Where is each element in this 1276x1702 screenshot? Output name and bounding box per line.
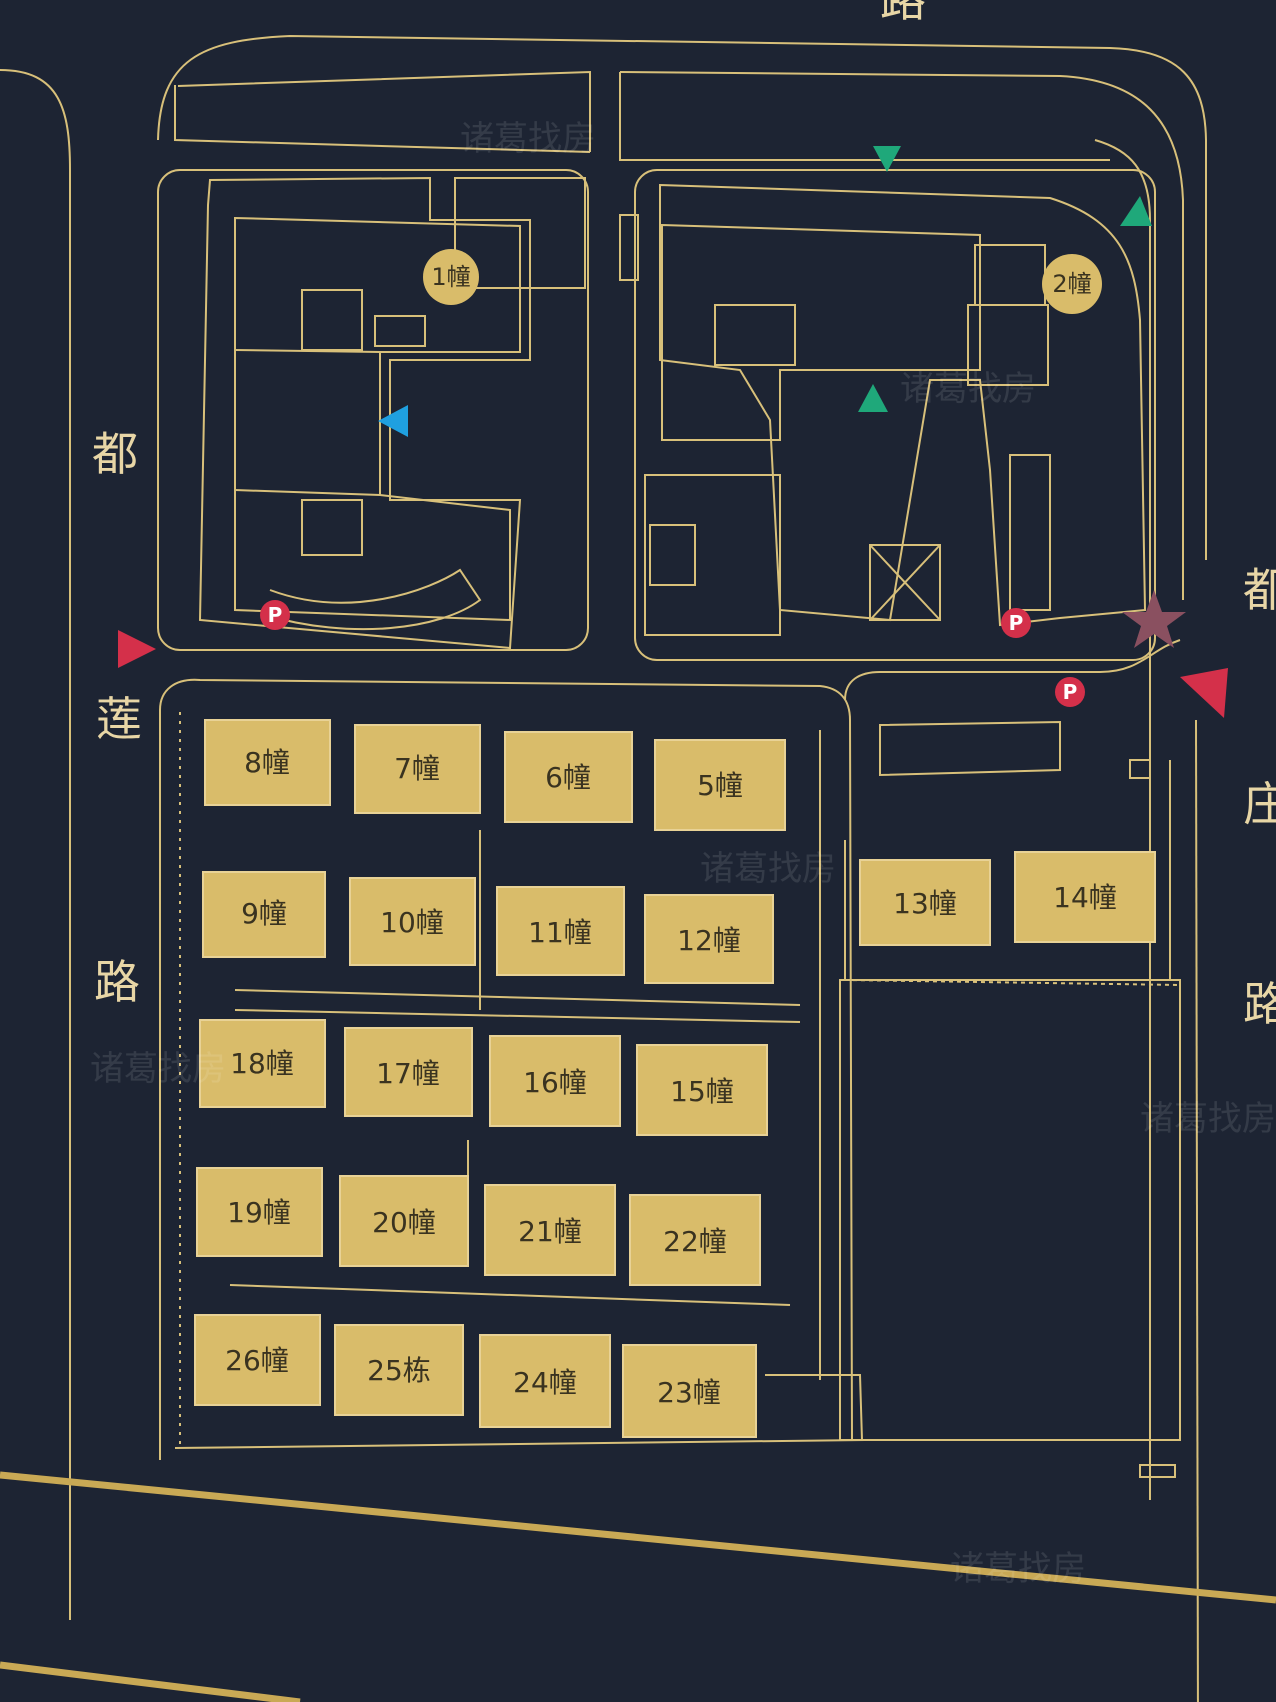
- building-20-label: 20幢: [372, 1206, 436, 1239]
- building-19-label: 19幢: [227, 1196, 291, 1229]
- upper-left-block: [157, 169, 589, 651]
- tower-2-label: 2幢: [1052, 270, 1091, 298]
- watermark-text: 诸葛找房: [900, 369, 1036, 409]
- building-14-label: 14幢: [1053, 881, 1117, 914]
- watermark-text: 诸葛找房: [1140, 1099, 1276, 1139]
- building-11[interactable]: 11幢: [496, 886, 625, 976]
- building-13[interactable]: 13幢: [859, 859, 991, 946]
- building-9-label: 9幢: [241, 897, 287, 930]
- building-12[interactable]: 12幢: [644, 894, 774, 984]
- building-8-label: 8幢: [244, 746, 290, 779]
- parking-icon[interactable]: P: [1055, 677, 1085, 707]
- building-14[interactable]: 14幢: [1014, 851, 1156, 943]
- building-7-label: 7幢: [394, 752, 440, 785]
- road-labels: 路 都 莲 路 都 庄 路: [92, 0, 1276, 1031]
- building-21-label: 21幢: [518, 1215, 582, 1248]
- building-13-label: 13幢: [893, 887, 957, 920]
- building-22[interactable]: 22幢: [629, 1194, 761, 1286]
- building-7[interactable]: 7幢: [354, 724, 481, 814]
- building-23-label: 23幢: [657, 1376, 721, 1409]
- building-20[interactable]: 20幢: [339, 1175, 469, 1267]
- building-24[interactable]: 24幢: [479, 1334, 611, 1428]
- bottom-border-lines: [0, 1471, 1276, 1702]
- entrance-arrow-icon: [118, 630, 156, 668]
- building-5-label: 5幢: [697, 769, 743, 802]
- parking-label: P: [1009, 611, 1024, 635]
- building-6-label: 6幢: [545, 761, 591, 794]
- building-17-label: 17幢: [376, 1057, 440, 1090]
- building-16-label: 16幢: [523, 1066, 587, 1099]
- building-16[interactable]: 16幢: [489, 1035, 621, 1127]
- watermark-text: 诸葛找房: [90, 1049, 226, 1089]
- building-21[interactable]: 21幢: [484, 1184, 616, 1276]
- tower-2-badge[interactable]: 2幢: [1042, 254, 1102, 314]
- building-15[interactable]: 15幢: [636, 1044, 768, 1136]
- entrance-arrow-icon: [873, 146, 901, 172]
- building-5[interactable]: 5幢: [654, 739, 786, 831]
- building-22-label: 22幢: [663, 1225, 727, 1258]
- entrance-arrow-icon: [858, 384, 888, 412]
- star-icon: [1122, 590, 1186, 648]
- road-label-right-1: 都: [1243, 563, 1276, 617]
- road-outlines: [0, 34, 1207, 1702]
- watermark-text: 诸葛找房: [700, 849, 836, 889]
- watermarks: 诸葛找房 诸葛找房 诸葛找房 诸葛找房 诸葛找房 诸葛找房: [90, 119, 1276, 1589]
- building-12-label: 12幢: [677, 924, 741, 957]
- road-label-left-2: 莲: [96, 692, 142, 746]
- road-label-top: 路: [880, 0, 926, 27]
- parking-label: P: [1063, 680, 1078, 704]
- tower-1-label: 1幢: [431, 263, 470, 291]
- road-label-right-2: 庄: [1243, 777, 1276, 831]
- parking-icon[interactable]: P: [260, 600, 290, 630]
- entrance-arrow-icon: [378, 405, 408, 437]
- building-6[interactable]: 6幢: [504, 731, 633, 823]
- building-23[interactable]: 23幢: [622, 1344, 757, 1438]
- tower-1-badge[interactable]: 1幢: [423, 249, 479, 305]
- upper-right-block: [619, 169, 1156, 661]
- building-25[interactable]: 25栋: [334, 1324, 464, 1416]
- building-18[interactable]: 18幢: [199, 1019, 326, 1108]
- building-8[interactable]: 8幢: [204, 719, 331, 806]
- road-label-left-1: 都: [92, 427, 138, 481]
- building-18-label: 18幢: [230, 1047, 294, 1080]
- building-10-label: 10幢: [380, 906, 444, 939]
- road-label-left-3: 路: [94, 955, 140, 1009]
- watermark-text: 诸葛找房: [460, 119, 596, 159]
- parking-label: P: [268, 603, 283, 627]
- building-11-label: 11幢: [528, 916, 592, 949]
- road-label-right-3: 路: [1243, 977, 1276, 1031]
- watermark-text: 诸葛找房: [950, 1549, 1086, 1589]
- lower-right-block: [839, 639, 1181, 1478]
- building-25-label: 25栋: [367, 1354, 431, 1387]
- entrance-arrow-icon: [1180, 668, 1228, 718]
- parking-icon[interactable]: P: [1001, 608, 1031, 638]
- building-10[interactable]: 10幢: [349, 877, 476, 966]
- building-9[interactable]: 9幢: [202, 871, 326, 958]
- building-19[interactable]: 19幢: [196, 1167, 323, 1257]
- building-17[interactable]: 17幢: [344, 1027, 473, 1117]
- building-26[interactable]: 26幢: [194, 1314, 321, 1406]
- building-24-label: 24幢: [513, 1366, 577, 1399]
- building-15-label: 15幢: [670, 1075, 734, 1108]
- entrance-arrow-icon: [1120, 196, 1152, 226]
- building-26-label: 26幢: [225, 1344, 289, 1377]
